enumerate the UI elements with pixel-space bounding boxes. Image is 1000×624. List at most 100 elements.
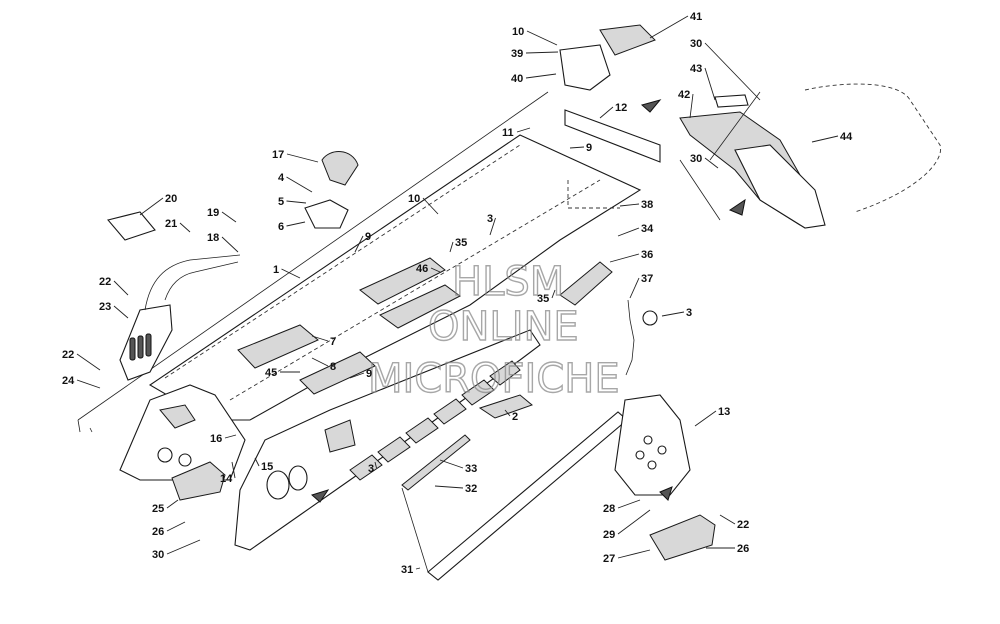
decal-43	[714, 94, 749, 108]
callout-c6: 6	[278, 221, 306, 233]
chain-gear	[642, 310, 658, 326]
left-side-panel	[119, 384, 246, 481]
callout-c30c: 30	[152, 539, 201, 561]
callout-c46: 46	[416, 263, 441, 275]
cap-20	[107, 211, 156, 241]
callout-c15: 15	[254, 457, 273, 473]
callout-leader	[449, 241, 454, 253]
chain-37	[625, 299, 635, 376]
rail-front-plate	[324, 419, 356, 453]
callout-label: 35	[455, 237, 467, 249]
callout-c19: 19	[207, 207, 237, 223]
callout-c27: 27	[603, 549, 651, 565]
tunnel-rivet-line-2	[229, 179, 601, 401]
watermark-line-2: ONLINE	[428, 304, 579, 350]
callout-c21: 21	[165, 218, 191, 233]
callout-c36: 36	[609, 249, 653, 263]
callout-c31: 31	[401, 564, 421, 576]
callout-c3a: 3	[487, 213, 496, 236]
callout-label: 25	[152, 503, 164, 515]
callout-label: 30	[690, 38, 702, 50]
callout-label: 11	[502, 127, 514, 139]
callout-label: 27	[603, 553, 615, 565]
callout-c18: 18	[207, 232, 239, 253]
traction-mat-center	[299, 351, 376, 395]
callout-c4: 4	[278, 172, 313, 193]
footrest-25	[171, 461, 226, 501]
callout-leader	[811, 135, 839, 143]
callout-c2: 2	[504, 409, 518, 423]
callout-label: 38	[641, 199, 653, 211]
callout-label: 3	[487, 213, 493, 225]
callout-c22a: 22	[99, 276, 129, 296]
callout-label: 7	[330, 336, 336, 348]
callout-c3c: 3	[368, 461, 377, 475]
callout-leader	[704, 157, 719, 169]
rail-bearing-hole-1	[266, 470, 290, 500]
callout-c11: 11	[502, 127, 531, 139]
rear-bumper-bar	[564, 109, 661, 163]
callout-c40: 40	[511, 73, 557, 85]
callout-c10a: 10	[512, 26, 558, 46]
callout-label: 39	[511, 48, 523, 60]
left-side-panel-cutout	[159, 404, 196, 429]
callout-leader	[439, 459, 464, 469]
callout-label: 1	[273, 264, 279, 276]
callout-leader	[704, 42, 761, 101]
callout-label: 22	[737, 519, 749, 531]
callout-c30a: 30	[690, 38, 761, 101]
callout-c35a: 35	[449, 237, 467, 253]
callout-label: 10	[408, 193, 420, 205]
rear-loop-outline	[804, 83, 942, 213]
callout-label: 5	[278, 196, 284, 208]
callout-leader	[415, 567, 421, 570]
callout-label: 35	[537, 293, 549, 305]
callout-leader	[221, 211, 237, 223]
callout-label: 24	[62, 375, 75, 387]
callout-leader	[551, 289, 556, 299]
arrow-flap	[728, 198, 746, 216]
callout-leader	[254, 457, 260, 467]
callout-leader	[629, 277, 640, 299]
watermark: HLSM ONLINE MICROFICHE	[367, 258, 620, 402]
guide-line-38	[567, 180, 620, 209]
callout-leader	[617, 499, 641, 509]
callout-c1: 1	[273, 264, 301, 279]
tunnel-rivet-line	[164, 144, 521, 379]
callout-c43: 43	[690, 63, 716, 101]
callout-leader	[221, 236, 239, 253]
callout-label: 30	[152, 549, 164, 561]
callout-label: 36	[641, 249, 653, 261]
callout-leader	[689, 93, 694, 119]
callout-leader	[599, 106, 614, 119]
rail-bearing-hole-2	[288, 465, 308, 491]
callout-label: 2	[512, 411, 518, 423]
callout-label: 34	[641, 223, 654, 235]
callout-leader	[166, 499, 179, 509]
arrow-rail	[310, 489, 330, 503]
callout-label: 15	[261, 461, 273, 473]
callout-leader	[179, 222, 191, 233]
callout-c32: 32	[434, 483, 477, 495]
callout-leader	[76, 379, 101, 389]
callout-label: 40	[511, 73, 523, 85]
callout-label: 26	[152, 526, 164, 538]
callout-c24: 24	[62, 375, 101, 389]
callout-label: 26	[737, 543, 749, 555]
callout-c8: 8	[311, 357, 336, 373]
callout-leader	[281, 268, 301, 279]
callout-label: 41	[690, 11, 702, 23]
callout-label: 33	[465, 463, 477, 475]
callout-label: 9	[365, 231, 371, 243]
callout-label: 21	[165, 218, 177, 230]
callout-label: 28	[603, 503, 615, 515]
callout-label: 43	[690, 63, 702, 75]
arrow-rear	[640, 99, 662, 113]
chassis-drawing	[77, 24, 942, 581]
hitch-bracket	[559, 44, 611, 91]
bracket-2	[478, 394, 533, 419]
grab-handle-loop	[144, 254, 241, 311]
rail-cutouts	[349, 360, 521, 481]
callout-label: 42	[678, 89, 690, 101]
